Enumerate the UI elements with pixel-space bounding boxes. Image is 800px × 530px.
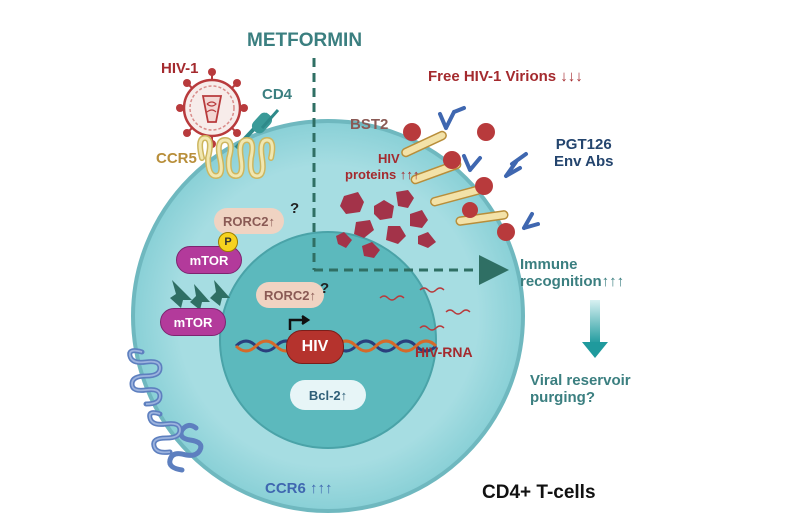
hiv-proteins-label: HIV (378, 151, 400, 167)
rorc2-cytoplasm-pill: RORC2↑ (214, 208, 284, 234)
cd4-label: CD4 (262, 86, 293, 103)
pgt126-antibodies (438, 106, 540, 230)
pgt126-label-line2: Env Abs (554, 153, 614, 171)
hiv-rna-label: HIV-RNA (415, 344, 473, 360)
viral-reservoir-line2: purging? (530, 389, 595, 407)
purging-arrow (582, 300, 608, 358)
ccr5-receptor-icon (197, 134, 276, 180)
pgt126-label: PGT126 Env Abs (554, 136, 613, 171)
bst2-label: BST2 (350, 116, 389, 133)
pgt126-label-line1: PGT126 (555, 136, 612, 153)
immune-recognition-label: Immune recognition↑↑↑ (520, 256, 624, 291)
hiv-rna-squiggles (379, 287, 471, 331)
hiv-proteins-blobs (336, 190, 436, 258)
ccr6-label: CCR6 ↑↑↑ (265, 480, 333, 497)
cell-type-label: CD4+ T-cells (482, 482, 596, 503)
free-virions-label: Free HIV-1 Virions ↓↓↓ (428, 68, 583, 85)
ccr6-receptors-stroke (128, 349, 181, 454)
mtor-activation-arrows (170, 280, 230, 310)
hiv-provirus-badge: HIV (286, 330, 344, 364)
hiv-proteins-label-line1: HIV (378, 151, 400, 166)
immune-recognition-line2: recognition↑↑↑ (520, 273, 625, 291)
mtor-phosphorylated-pill: mTOR (176, 246, 242, 274)
viral-reservoir-line1: Viral reservoir (530, 372, 631, 389)
hiv1-label: HIV-1 (161, 60, 199, 77)
rorc2-nucleus-question: ? (320, 280, 330, 297)
budding-virions (403, 123, 515, 241)
metformin-title: METFORMIN (247, 30, 363, 51)
rorc2-nucleus-pill: RORC2↑ (256, 282, 324, 308)
metformin-arrow (312, 58, 509, 285)
rorc2-cytoplasm-question: ? (290, 200, 300, 217)
mtor-pill: mTOR (160, 308, 226, 336)
hiv1-virion-icon (176, 68, 248, 148)
bcl2-pill: Bcl-2↑ (290, 380, 366, 410)
phospho-badge: P (218, 232, 238, 252)
ccr5-label: CCR5 (156, 150, 197, 167)
transcription-arrow (288, 314, 311, 330)
hiv-proteins-label-line2: proteins ↑↑↑ (345, 167, 420, 182)
immune-recognition-line1: Immune (520, 256, 578, 273)
viral-reservoir-label: Viral reservoir purging? (530, 372, 631, 407)
